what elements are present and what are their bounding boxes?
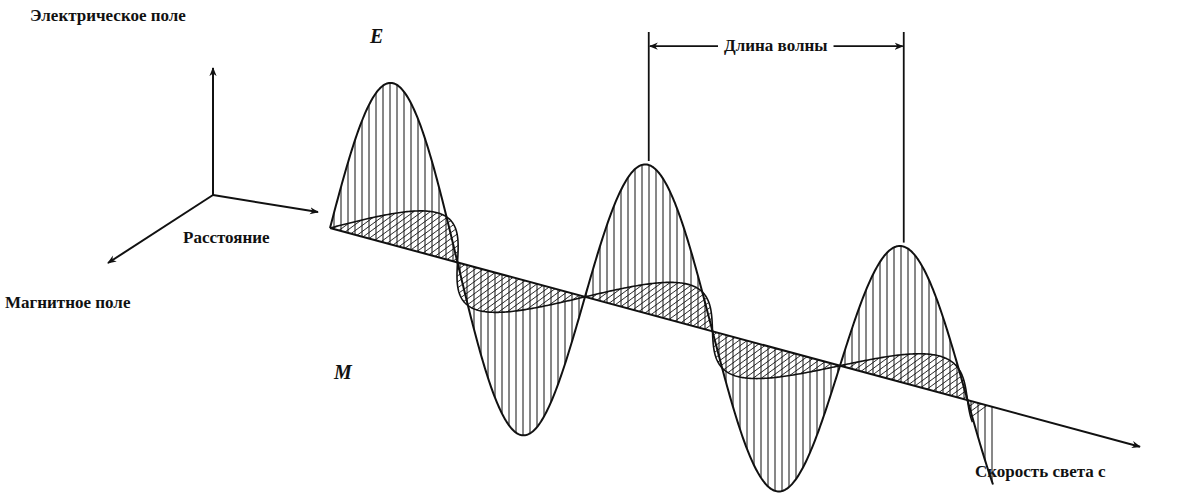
electric-wave: [330, 83, 993, 492]
label-holder: Электрическое поле: [30, 6, 186, 26]
label-holder: Скорость света c: [975, 462, 1106, 482]
bracket-arrow: [834, 45, 903, 47]
label-holder: E: [370, 24, 383, 48]
label-holder: Расстояние: [183, 228, 270, 248]
wavelength-bracket: [649, 32, 904, 243]
wave-group: [330, 83, 1140, 492]
axis-label: Магнитное поле: [5, 293, 130, 312]
distance-axis: [213, 195, 318, 212]
axis-label: M: [334, 361, 352, 383]
axis-label: Скорость света c: [975, 462, 1106, 481]
axis-label: E: [370, 25, 383, 47]
axis-label: Электрическое поле: [30, 6, 186, 25]
bracket-line: [648, 32, 650, 161]
magnetic-wave: [330, 211, 972, 422]
bracket-arrow: [650, 45, 718, 47]
electric-axis: [212, 68, 214, 195]
label-holder: M: [334, 360, 352, 384]
label-holder: Длина волны: [724, 36, 828, 56]
label-holder: Магнитное поле: [5, 293, 130, 313]
axis-label: Длина волны: [724, 36, 828, 55]
magnetic-hatching: [333, 211, 987, 417]
bracket-line: [903, 32, 905, 243]
axis-label: Расстояние: [183, 228, 270, 247]
electric-hatching: [334, 83, 992, 491]
